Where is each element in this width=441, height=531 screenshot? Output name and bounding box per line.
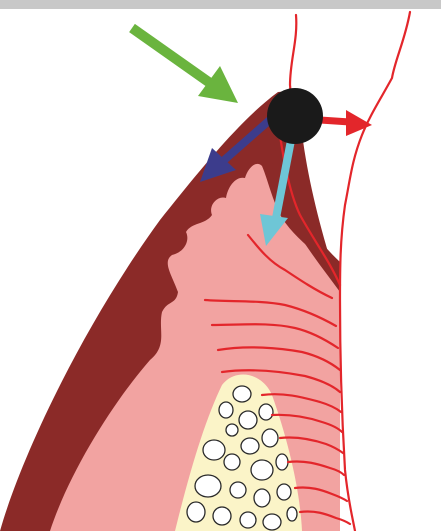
pivot-point — [267, 88, 323, 144]
incoming-force-arrow — [132, 28, 238, 103]
